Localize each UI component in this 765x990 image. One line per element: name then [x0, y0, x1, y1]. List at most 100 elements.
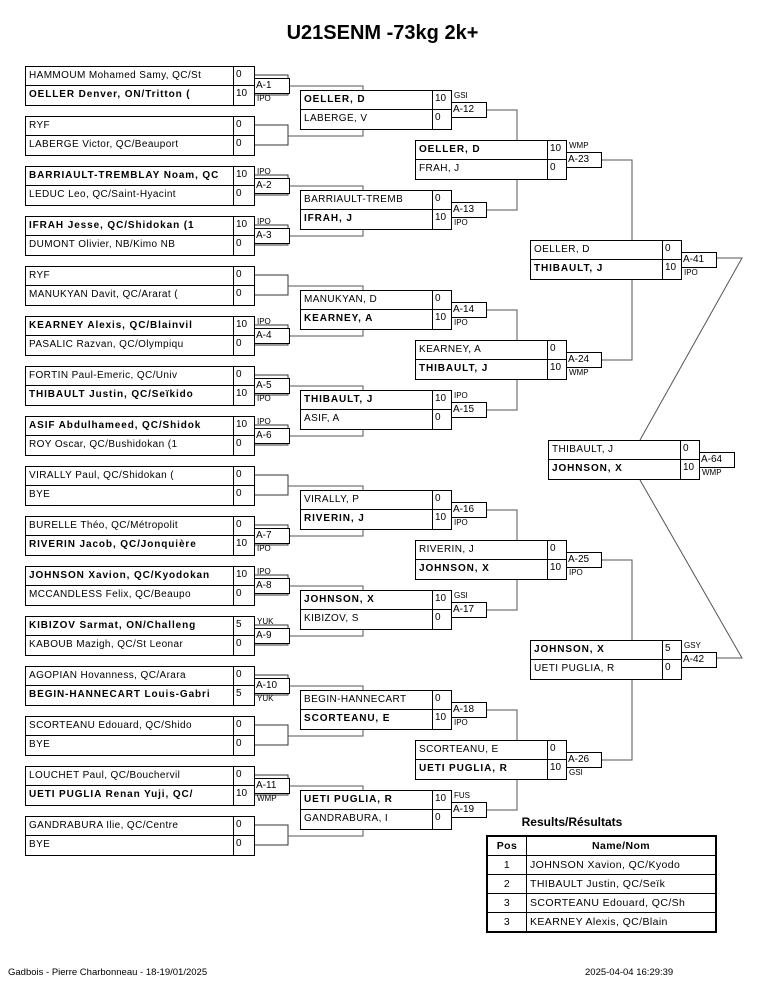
win-method-note: IPO: [257, 394, 271, 403]
competitor-score: 0: [680, 441, 700, 459]
competitor-row[interactable]: MANUKYAN Davit, QC/Ararat (0: [25, 286, 255, 306]
match-label[interactable]: A-24: [567, 352, 602, 368]
connector-line: [602, 680, 633, 761]
match-label[interactable]: A-11: [255, 778, 290, 794]
match-label[interactable]: A-1: [255, 78, 290, 94]
match-label[interactable]: A-64: [700, 452, 735, 468]
competitor-row[interactable]: VIRALLY Paul, QC/Shidokan (0: [25, 466, 255, 486]
match-label[interactable]: A-16: [452, 502, 487, 518]
competitor-score: 0: [432, 491, 452, 509]
match-label[interactable]: A-2: [255, 178, 290, 194]
competitor-score: 0: [432, 291, 452, 309]
match-label[interactable]: A-13: [452, 202, 487, 218]
match-label[interactable]: A-18: [452, 702, 487, 718]
match-label[interactable]: A-4: [255, 328, 290, 344]
competitor-row[interactable]: UETI PUGLIA Renan Yuji, QC/10: [25, 786, 255, 806]
match-label[interactable]: A-15: [452, 402, 487, 418]
match-label[interactable]: A-7: [255, 528, 290, 544]
competitor-name: VIRALLY, P: [304, 494, 360, 505]
competitor-score: 0: [233, 736, 255, 755]
match-label[interactable]: A-5: [255, 378, 290, 394]
competitor-row[interactable]: VIRALLY, P 0: [300, 490, 452, 510]
match-label[interactable]: A-25: [567, 552, 602, 568]
match-label[interactable]: A-42: [682, 652, 717, 668]
connector-line: [300, 430, 364, 437]
match-label[interactable]: A-23: [567, 152, 602, 168]
match-label[interactable]: A-6: [255, 428, 290, 444]
win-method-note: IPO: [454, 718, 468, 727]
match-label[interactable]: A-14: [452, 302, 487, 318]
competitor-score: 10: [432, 791, 452, 809]
competitor-row[interactable]: OELLER Denver, ON/Tritton (10: [25, 86, 255, 106]
match-label[interactable]: A-10: [255, 678, 290, 694]
match-label[interactable]: A-17: [452, 602, 487, 618]
match-label[interactable]: A-9: [255, 628, 290, 644]
match-label[interactable]: A-26: [567, 752, 602, 768]
match-label[interactable]: A-41: [682, 252, 717, 268]
competitor-score: 10: [233, 567, 255, 585]
match-label[interactable]: A-19: [452, 802, 487, 818]
match-label[interactable]: A-8: [255, 578, 290, 594]
match-label[interactable]: A-3: [255, 228, 290, 244]
competitor-score: 10: [432, 210, 452, 229]
match-label[interactable]: A-12: [452, 102, 487, 118]
